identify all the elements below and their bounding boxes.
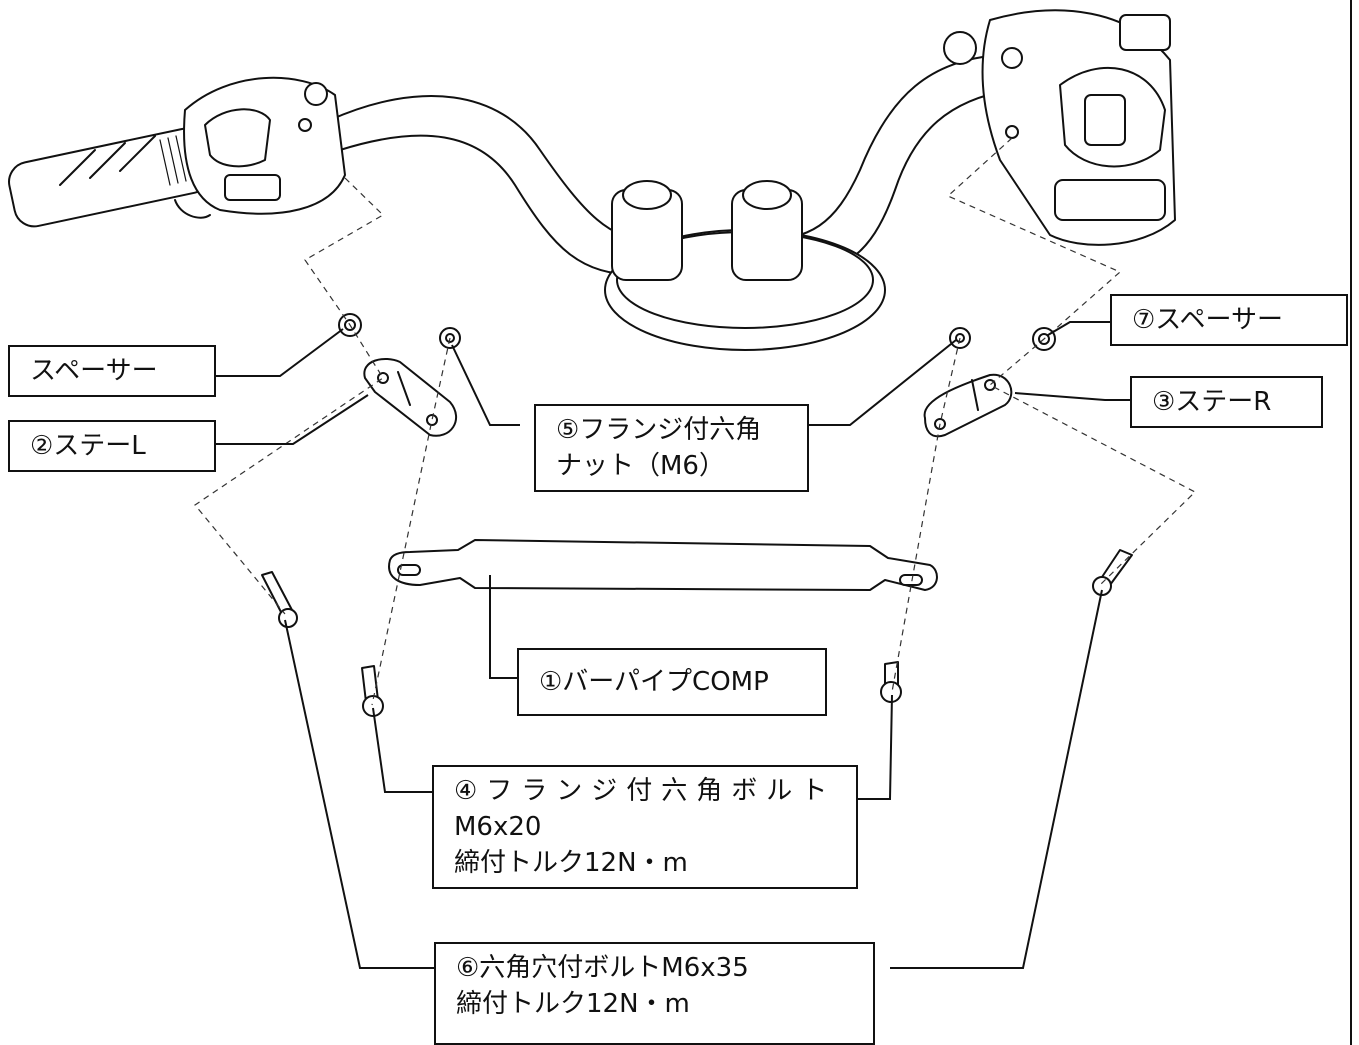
bar-pipe-part (388, 539, 938, 591)
label-bar-pipe: ①バーパイプCOMP (517, 648, 827, 716)
label-flange-bolt: ④フランジ付六角ボルト M6x20 締付トルク12N・m (432, 765, 858, 889)
label-spacer-right: ⑦スペーサー (1110, 294, 1348, 346)
mirror-mount-left (298, 118, 312, 132)
left-grip (8, 127, 212, 228)
right-switch-housing (943, 9, 1176, 246)
socket-bolt-right-part (1092, 549, 1133, 596)
handlebar-clamp (604, 180, 886, 351)
stay-right-part (923, 373, 1013, 438)
label-stay-left: ②ステーL (8, 420, 216, 472)
label-spacer-left: スペーサー (8, 345, 216, 397)
left-switch-housing (174, 76, 346, 219)
assembly-guides (194, 137, 1197, 706)
label-stay-right: ③ステーR (1130, 376, 1323, 428)
label-socket-bolt: ⑥六角穴付ボルトM6x35 締付トルク12N・m (434, 942, 875, 1045)
label-flange-nut: ⑤フランジ付六角 ナット（M6） (534, 404, 809, 492)
flange-bolt-right-part (880, 661, 902, 703)
leader-lines (215, 321, 1130, 969)
socket-bolt-left-part (261, 571, 298, 628)
page-border-right (1350, 0, 1352, 1045)
